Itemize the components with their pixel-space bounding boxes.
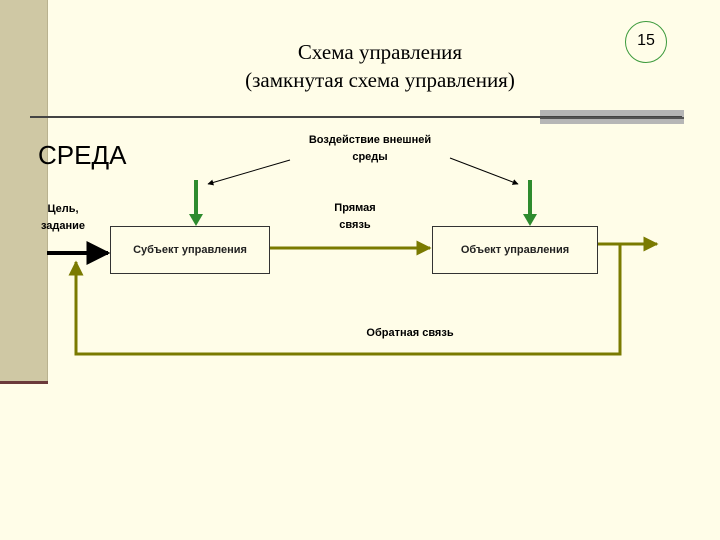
slide-title: Схема управления (замкнутая схема управл… [150, 38, 610, 94]
direct-link-label: Прямая связь [315, 200, 395, 234]
influence-arrowhead-object [523, 214, 537, 226]
feedback-label: Обратная связь [366, 327, 454, 339]
goal-label-line-2: задание [40, 220, 86, 232]
goal-label-line-1: Цель, [47, 203, 79, 215]
influence-pointer-left [207, 159, 291, 186]
object-of-control-box: Объект управления [432, 226, 598, 274]
influence-label-line-1: Воздействие внешней [308, 134, 432, 146]
header-divider [30, 116, 682, 118]
page-number-badge: 15 [625, 21, 667, 63]
external-influence-label: Воздействие внешней среды [280, 132, 460, 166]
left-strip-accent [0, 381, 48, 384]
left-decorative-strip [0, 0, 48, 383]
feedback-loop [74, 244, 622, 356]
subject-of-control-box: Субъект управления [110, 226, 270, 274]
influence-pointer-right [449, 157, 519, 185]
influence-arrowhead-subject [189, 214, 203, 226]
direct-link-line-1: Прямая [334, 202, 376, 214]
title-line-2: (замкнутая схема управления) [245, 68, 515, 92]
title-line-1: Схема управления [297, 40, 463, 64]
influence-label-line-2: среды [352, 151, 388, 163]
environment-label: СРЕДА [38, 140, 127, 170]
direct-link-line-2: связь [339, 219, 371, 231]
goal-label: Цель, задание [28, 201, 98, 235]
header-divider-accent [540, 117, 684, 119]
